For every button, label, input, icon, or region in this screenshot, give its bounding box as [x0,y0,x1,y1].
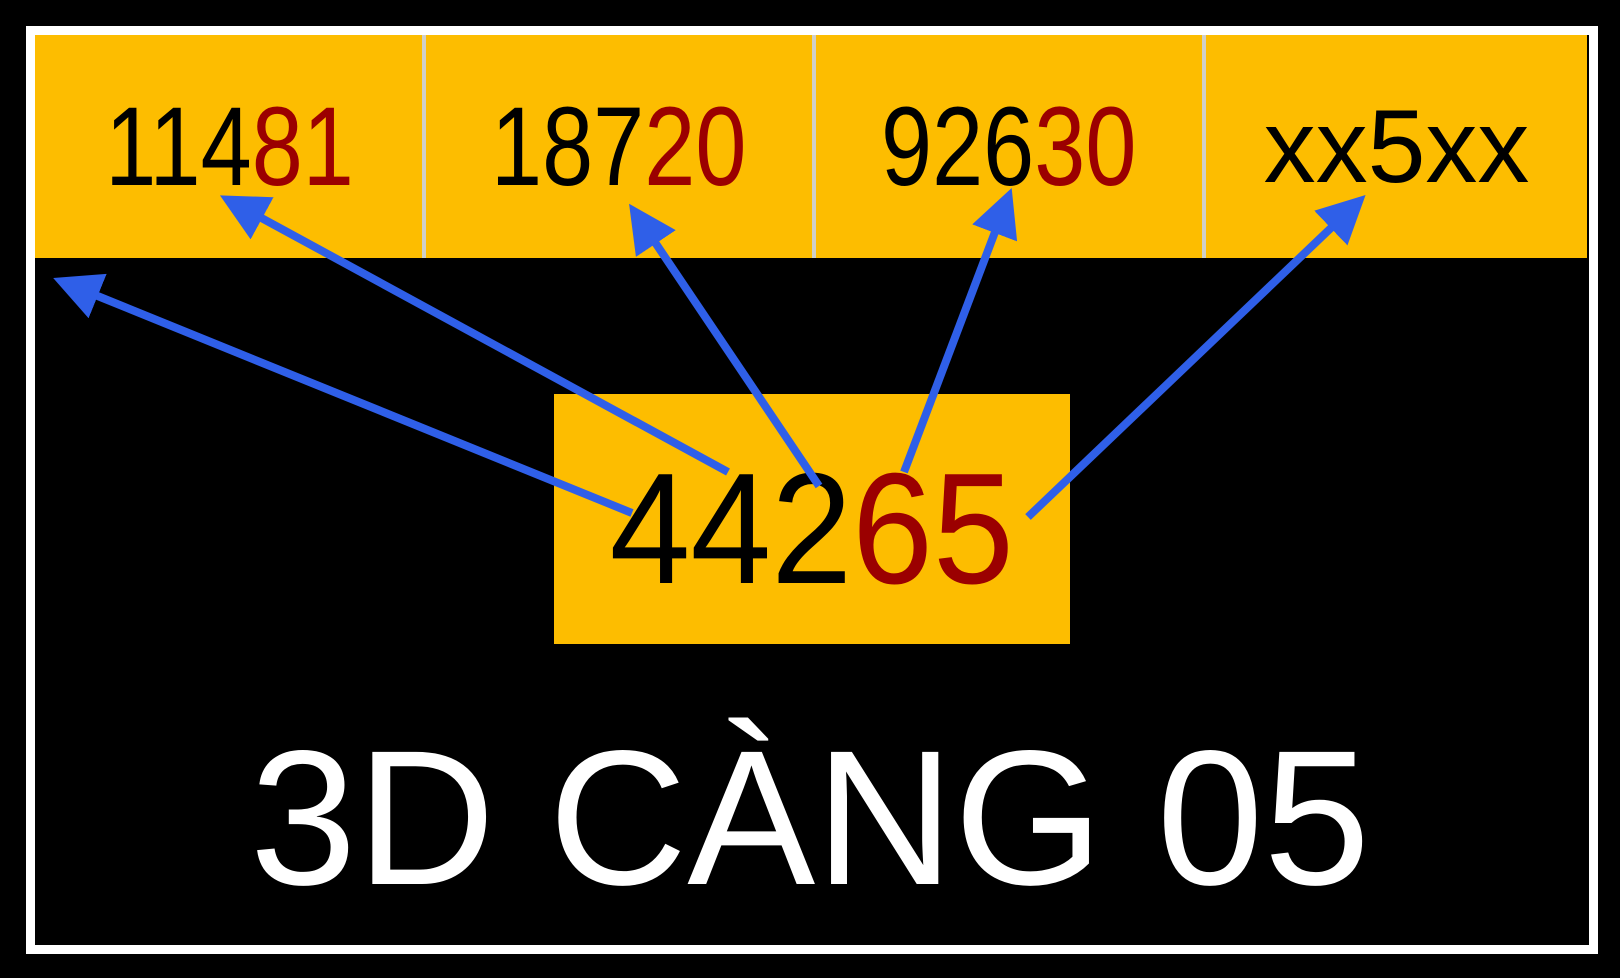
number-prefix: 114 [105,83,252,209]
cell-divider [422,35,426,258]
result-cell-3: 92630 [816,35,1202,258]
number-prefix: xx5xx [1263,88,1530,205]
number-suffix: 81 [251,83,354,209]
result-number-1: 11481 [105,90,354,203]
arrow-5 [1025,194,1366,520]
result-cell-4: xx5xx [1206,35,1587,258]
result-number-2: 18720 [491,90,746,203]
arrow-2 [219,195,730,476]
result-cell-1: 11481 [35,35,424,258]
arrow-3 [629,203,823,489]
number-suffix: 65 [852,441,1015,617]
result-number-3: 92630 [881,90,1136,203]
result-number-4: xx5xx [1264,95,1530,199]
number-suffix: 30 [1034,83,1137,209]
cell-divider [812,35,816,258]
number-prefix: 926 [881,83,1035,209]
cell-divider [1202,35,1206,258]
number-prefix: 187 [491,83,645,209]
arrow-4 [900,188,1018,474]
arrow-1 [53,273,634,517]
title-text: 3D CÀNG 05 [249,710,1371,925]
number-suffix: 20 [644,83,747,209]
center-number-box: 44265 [554,394,1070,644]
result-cell-2: 18720 [426,35,812,258]
